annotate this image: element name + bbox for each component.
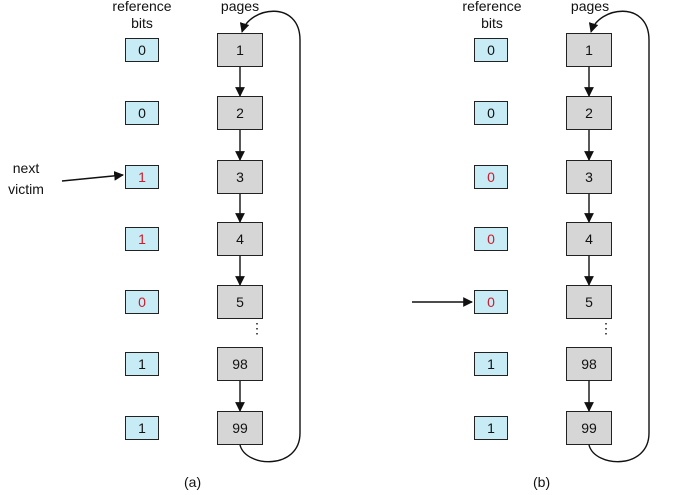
pages-header-a: pages (220, 0, 260, 14)
reference-bit-b-1: 0 (474, 38, 508, 62)
page-b-1: 1 (566, 33, 612, 67)
reference-bit-b-6: 1 (474, 352, 508, 376)
page-a-2: 2 (217, 96, 263, 130)
circular-return-arrow-b (588, 10, 650, 463)
reference-bit-b-4: 0 (474, 227, 508, 251)
pages-header-b: pages (570, 0, 610, 14)
caption-b: (b) (533, 474, 551, 490)
reference-bit-a-2: 0 (125, 101, 159, 125)
page-b-4: 4 (566, 222, 612, 256)
reference-bit-a-4: 1 (125, 227, 159, 251)
reference-bit-b-2: 0 (474, 101, 508, 125)
next-victim-line2: victim (8, 181, 44, 197)
reference-bit-b-7: 1 (474, 416, 508, 440)
reference-bit-a-3: 1 (125, 165, 159, 189)
reference-bit-a-5: 0 (125, 290, 159, 314)
reference-bit-a-1: 0 (125, 38, 159, 62)
next-victim-line1: next (12, 160, 40, 176)
page-b-3: 3 (566, 160, 612, 194)
page-b-7: 99 (566, 411, 612, 445)
reference-bit-b-5: 0 (474, 290, 508, 314)
caption-a: (a) (184, 474, 202, 490)
reference-bits-header-b: reference bits (462, 0, 522, 31)
next-victim-pointer (61, 170, 124, 182)
page-a-1: 1 (217, 33, 263, 67)
reference-bit-a-6: 1 (125, 352, 159, 376)
reference-bit-b-3: 0 (474, 165, 508, 189)
circular-return-arrow-a (239, 10, 301, 463)
ellipsis-b: ⋮ (599, 320, 613, 336)
page-b-5: 5 (566, 285, 612, 319)
page-a-7: 99 (217, 411, 263, 445)
reference-bits-header-a: reference bits (112, 0, 172, 31)
next-victim-label: next victim (0, 158, 52, 200)
page-a-3: 3 (217, 160, 263, 194)
ellipsis-a: ⋮ (250, 320, 264, 336)
page-b-2: 2 (566, 96, 612, 130)
page-b-6: 98 (566, 347, 612, 381)
reference-bit-a-7: 1 (125, 416, 159, 440)
page-a-4: 4 (217, 222, 263, 256)
page-a-6: 98 (217, 347, 263, 381)
page-a-5: 5 (217, 285, 263, 319)
